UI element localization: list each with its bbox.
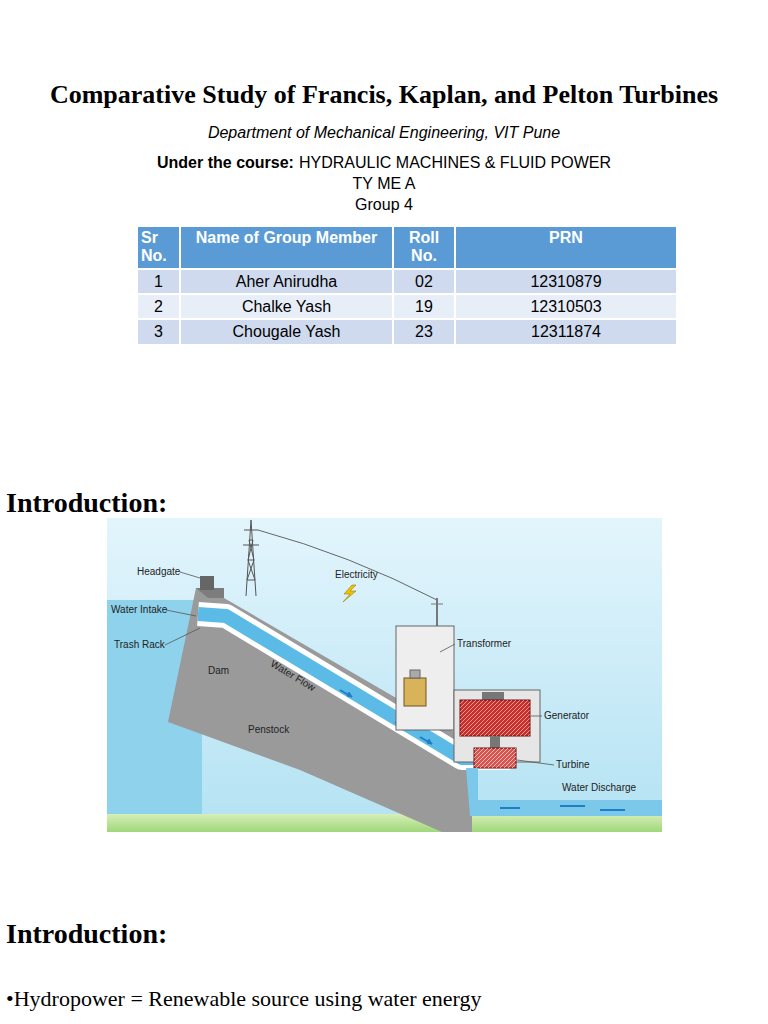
part-label: Dam: [208, 665, 229, 676]
sky-ground: [107, 518, 662, 832]
sky-ground: [107, 814, 662, 832]
part-label: Water Intake: [111, 604, 167, 615]
transmission-tower: [243, 530, 259, 545]
course-name: HYDRAULIC MACHINES & FLUID POWER: [299, 154, 611, 172]
sky-ground: [107, 518, 662, 832]
table-cell: Aher Anirudha: [180, 269, 393, 294]
transmission-tower: [431, 604, 443, 605]
table-header-cell: Name of Group Member: [180, 226, 393, 269]
table-cell: 3: [137, 319, 180, 345]
leader-lines: [440, 644, 455, 652]
powerhouse: [396, 626, 454, 730]
table-cell: 2: [137, 294, 180, 319]
course-label: Under the course:: [157, 154, 294, 172]
generator: [490, 736, 500, 748]
part-label: Penstock: [248, 724, 289, 735]
powerhouse: [410, 670, 420, 678]
department-line: Department of Mechanical Engineering, VI…: [208, 124, 560, 142]
part-label: Water Flow: [269, 658, 318, 693]
leader-lines: [165, 572, 554, 765]
powerhouse: [396, 626, 540, 762]
water-discharge: [466, 768, 662, 816]
bullet-point: •Hydropower = Renewable source using wat…: [6, 986, 481, 1012]
part-label: Headgate: [137, 566, 180, 577]
part-label: Electricity: [335, 569, 378, 580]
leader-lines: [531, 716, 542, 717]
table-cell: 19: [393, 294, 455, 319]
transmission-tower: [258, 530, 437, 600]
table-cell: 12310879: [455, 269, 677, 294]
leader-lines: [165, 628, 200, 645]
part-label: Turbine: [556, 759, 590, 770]
class-line: TY ME A: [353, 175, 416, 193]
part-label: Transformer: [457, 638, 511, 649]
dam-structure: [200, 576, 214, 590]
leader-lines: [517, 760, 554, 765]
generator: [460, 700, 530, 736]
table-cell: 23: [393, 319, 455, 345]
table-cell: 1: [137, 269, 180, 294]
turbine: [474, 748, 516, 768]
table-cell: 02: [393, 269, 455, 294]
section-heading: Introduction:: [6, 487, 167, 519]
part-label: Trash Rack: [114, 639, 165, 650]
table-header-cell: Sr No.: [137, 226, 180, 269]
table-cell: Chalke Yash: [180, 294, 393, 319]
water-discharge: [500, 806, 625, 810]
table-header-cell: PRN: [455, 226, 677, 269]
table-cell: 12311874: [455, 319, 677, 345]
water-discharge: [466, 768, 662, 816]
table-cell: Chougale Yash: [180, 319, 393, 345]
table-header-cell: Roll No.: [393, 226, 455, 269]
lightning-bolt: [343, 585, 356, 602]
transmission-tower: [246, 520, 256, 596]
powerhouse: [404, 678, 426, 706]
generator: [460, 692, 530, 748]
table-cell: 12310503: [455, 294, 677, 319]
turbine: [474, 748, 516, 768]
section-heading: Introduction:: [6, 918, 167, 950]
lightning-bolt: [343, 585, 356, 602]
group-line: Group 4: [355, 196, 413, 214]
page-title: Comparative Study of Francis, Kaplan, an…: [50, 80, 718, 110]
part-label: Generator: [544, 710, 589, 721]
leader-lines: [166, 610, 196, 616]
generator: [482, 692, 504, 700]
leader-lines: [180, 572, 200, 578]
turbine: [474, 748, 516, 768]
part-label: Water Discharge: [562, 782, 636, 793]
generator: [460, 700, 530, 736]
